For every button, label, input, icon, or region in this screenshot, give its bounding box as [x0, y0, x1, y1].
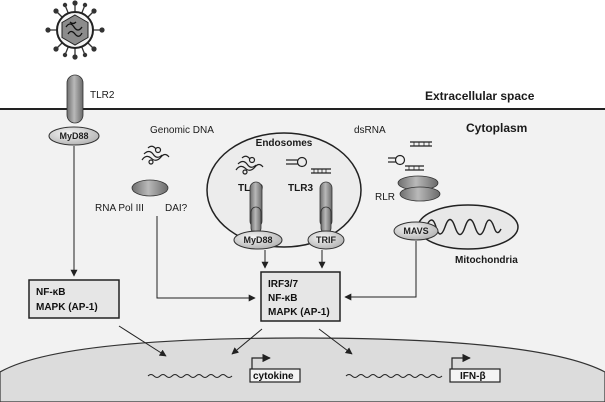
endosomes-label: Endosomes: [256, 138, 313, 149]
genomic-dna-label: Genomic DNA: [150, 125, 214, 136]
dsrna-label: dsRNA: [354, 125, 386, 136]
cytokine-label: cytokine: [253, 371, 294, 382]
tlr3-tail: [320, 206, 332, 234]
tlr2-label: TLR2: [90, 90, 115, 101]
rlr-sensor-bottom: [399, 186, 441, 202]
trif-label: TRIF: [316, 235, 336, 245]
tlr9-tail: [250, 206, 262, 234]
ifnb-gene: [345, 353, 501, 383]
rlr-label: RLR: [375, 192, 395, 203]
rna-pol-iii-label: RNA Pol III: [95, 203, 144, 214]
myd88-left-adaptor: [48, 126, 100, 146]
arrow-mavs-to-irf: [344, 241, 417, 301]
left-box-line-1: NF-κB: [36, 287, 65, 298]
myd88-left-label: MyD88: [59, 131, 88, 141]
ifnb-label: IFN-β: [460, 371, 486, 382]
dai-label: DAI?: [165, 203, 188, 214]
arrow-center-to-ifnb: [318, 328, 353, 355]
center-signal-box: [260, 271, 341, 322]
endosome: [206, 132, 362, 248]
rna-pol-iii-dai-sensor: [131, 179, 169, 197]
dna-icon-left: [141, 145, 170, 165]
virus-icon: [45, 0, 105, 60]
arrow-rnapol-to-irf: [156, 216, 256, 302]
trif-adaptor: [307, 230, 345, 250]
nucleus: [0, 337, 605, 402]
myd88-endosome-label: MyD88: [243, 235, 272, 245]
center-box-line-2: NF-κB: [268, 293, 297, 304]
left-signal-box: [28, 279, 120, 319]
tlr3-label: TLR3: [288, 183, 313, 194]
extracellular-label: Extracellular space: [425, 89, 535, 103]
dna-icon-endosome: [235, 155, 264, 175]
tlr2-receptor: [66, 74, 84, 124]
mitochondria-label: Mitochondria: [455, 255, 518, 266]
arrow-left-box-to-nucleus: [118, 325, 167, 357]
myd88-endosome-adaptor: [233, 230, 283, 250]
mavs-label: MAVS: [403, 226, 428, 236]
cytoplasm-label: Cytoplasm: [466, 121, 527, 135]
cytokine-gene: [147, 353, 301, 383]
arrow-center-to-cytokine: [231, 328, 263, 355]
dsrna-icon-cytoplasm: [388, 141, 432, 171]
center-box-line-3: MAPK (AP-1): [268, 307, 330, 318]
left-box-line-2: MAPK (AP-1): [36, 302, 98, 313]
dsrna-icon-endosome: [286, 156, 331, 174]
mavs-adaptor: [393, 221, 439, 241]
center-box-line-1: IRF3/7: [268, 279, 298, 290]
